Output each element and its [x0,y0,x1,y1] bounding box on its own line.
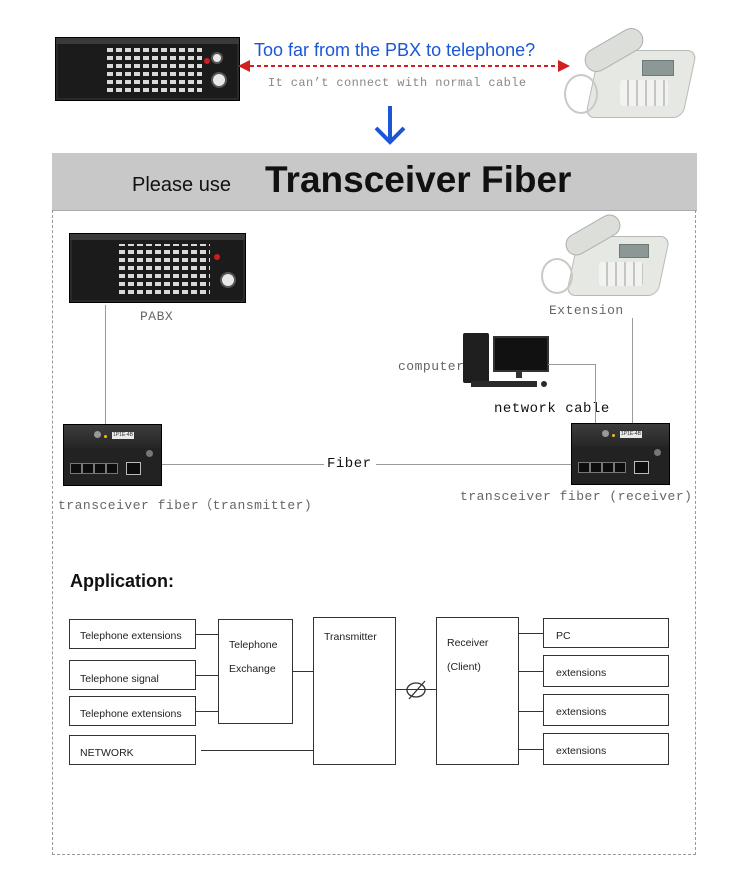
computer-cable-h [548,364,595,365]
fiber-wire-right [376,464,576,465]
left-box-text: Telephone extensions [80,630,182,642]
extension-to-receiver-wire [632,318,633,429]
left-box-network: NETWORK [69,735,196,765]
right-box-extensions-2: extensions [543,694,669,726]
telephone-image-top [562,23,702,120]
left-box-text: Telephone signal [80,673,159,685]
pc-tower [463,333,489,383]
receiver-label: transceiver fiber (receiver) [460,489,693,504]
receiver-line-1: Receiver [447,637,489,649]
dashed-frame [52,210,696,855]
banner: Please use Transceiver Fiber [52,153,697,211]
exchange-line-1: Telephone [229,639,278,651]
right-box-pc: PC [543,618,669,648]
network-connector [201,750,313,751]
right-box-extensions-1: extensions [543,655,669,687]
connector [519,671,543,672]
keyboard [471,381,537,387]
exchange-line-2: Exchange [229,663,276,675]
right-box-text: extensions [556,706,607,718]
left-box-text: NETWORK [80,747,134,759]
banner-prefix: Please use [132,174,231,196]
left-box-telephone-extensions-2: Telephone extensions [69,696,196,726]
right-box-text: PC [556,630,571,642]
fiber-wire-left [160,464,324,465]
right-box-text: extensions [556,667,607,679]
connector [293,671,313,672]
mouse [541,381,547,387]
left-box-telephone-signal: Telephone signal [69,660,196,690]
left-box-telephone-extensions-1: Telephone extensions [69,619,196,649]
extension-label: Extension [549,303,624,318]
computer-cable-v [595,364,596,447]
down-arrow-icon [374,106,406,145]
connector [196,634,218,635]
fiber-label: Fiber [327,456,372,472]
connector [196,675,218,676]
monitor [493,336,549,372]
transmitter-device-image: 1P1E-4B [63,424,162,486]
connector [196,711,218,712]
receiver-box: Receiver (Client) [436,617,519,765]
right-box-extensions-3: extensions [543,733,669,765]
monitor-stand [516,372,522,378]
transmitter-label: transceiver fiber（transmitter) [58,498,313,513]
pabx-device-image [69,233,246,303]
cable-note: It can’t connect with normal cable [268,76,527,90]
application-title: Application: [70,571,174,591]
banner-emphasis: Transceiver Fiber [265,159,572,200]
connector [519,711,543,712]
connector [519,749,543,750]
computer-image [463,333,553,391]
extension-phone-image [537,210,677,298]
transmitter-plate: 1P1E-4B [112,432,134,439]
fiber-link [396,689,436,690]
computer-label: computer [398,359,465,374]
transmitter-text: Transmitter [324,631,377,643]
fiber-symbol-icon [406,680,426,700]
red-double-arrow [238,60,570,72]
telephone-exchange-box: Telephone Exchange [218,619,293,724]
pabx-to-transmitter-wire [105,305,106,430]
receiver-plate: 1P1E-4B [620,431,642,438]
transmitter-box: Transmitter [313,617,396,765]
connector [519,633,543,634]
receiver-device-image: 1P1E-4B [571,423,670,485]
pabx-label: PABX [140,309,174,324]
receiver-line-2: (Client) [447,661,481,673]
pbx-device-image [55,37,240,101]
left-box-text: Telephone extensions [80,708,182,720]
right-box-text: extensions [556,745,607,757]
network-cable-label: network cable [494,401,610,417]
question-text: Too far from the PBX to telephone? [254,40,536,60]
